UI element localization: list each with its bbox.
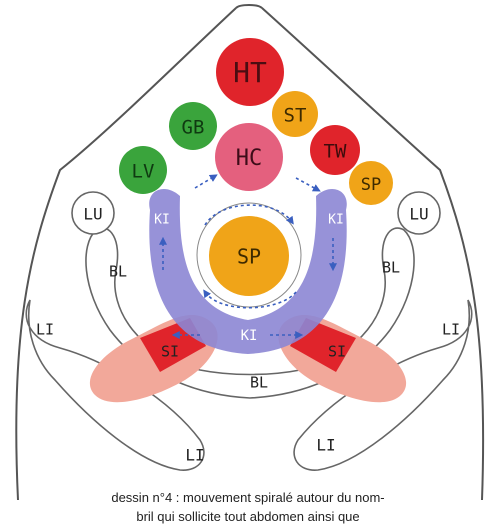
label-lv: LV [132,161,155,183]
label-sp-center: SP [237,245,261,269]
label-lu-right: LU [409,205,428,224]
label-ki-right: KI [328,213,344,228]
label-st: ST [284,105,307,127]
label-lu-left: LU [83,205,102,224]
label-si-right: SI [328,343,346,361]
label-si-left: SI [161,343,179,361]
label-tw: TW [324,141,347,163]
label-gb: GB [182,117,205,139]
label-bl-right: BL [382,259,400,277]
label-bl-left: BL [109,263,127,281]
label-bl-bottom: BL [250,374,268,392]
label-hc: HC [236,146,263,171]
label-ki-left: KI [154,213,170,228]
label-li-bottom-right: LI [316,436,335,455]
label-sp-upper: SP [361,175,381,195]
label-li-bottom-left: LI [185,446,204,465]
caption-line-1: dessin n°4 : mouvement spiralé autour du… [0,490,496,505]
label-li-left: LI [36,321,54,339]
label-li-right: LI [442,321,460,339]
caption-line-2: bril qui sollicite tout abdomen ainsi qu… [0,509,496,529]
label-ht: HT [233,56,267,89]
label-ki-bottom: KI [241,328,258,344]
